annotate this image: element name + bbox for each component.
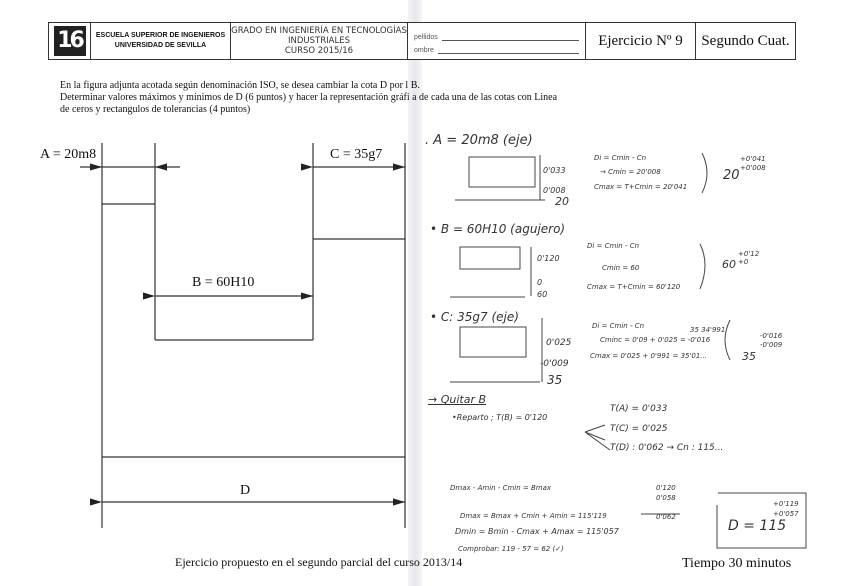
exam-header: 16 ESCUELA SUPERIOR DE INGENIEROS UNIVER… [48,22,796,60]
logo: 16 [49,23,91,59]
b-eq2: Cmin = 60 [602,264,640,272]
dim-d-label: D [240,483,251,498]
dim-b-label: B = 60H10 [192,275,255,290]
dim-c-label: C = 35g7 [330,147,383,162]
term-label: Segundo Cuat. [701,32,790,49]
logo-icon: 16 [53,26,86,56]
a-result: 20 [723,168,740,183]
sum-1: 0'120 [656,484,676,492]
b-eq1: Di = Cmin - Cn [587,242,640,250]
eq-dmax-2: Dmax = Bmax + Cmin + Amin = 115'119 [460,512,607,520]
tol-d: T(D) : 0'062 → Cn : 115... [610,443,724,453]
c-title: • C: 35g7 (eje) [430,310,519,324]
eq-check: Comprobar: 119 - 57 = 62 (✓) [458,545,564,553]
course-year: CURSO 2015/16 [284,46,354,56]
c-tolerance: 0'025 [546,338,572,348]
tol-a: T(A) = 0'033 [610,404,668,414]
degree-line1: GRADO EN INGENIERÍA EN TECNOLOGÍAS [231,26,407,36]
name-field[interactable]: ombre [414,41,579,54]
final-lower: +0'057 [773,510,799,518]
b-tolerance: 0'120 [537,254,560,263]
a-nominal: 20 [555,195,569,208]
c-result-upper: -0'016 [760,332,783,340]
time-limit: Tiempo 30 minutos [682,556,792,571]
b-deviation: 0 [537,278,543,287]
a-eq3: Cmax = T+Cmin = 20'041 [594,183,688,191]
sum-2: 0'058 [656,494,676,502]
c-result-lower: -0'009 [760,341,783,349]
c-eq3: Cmax = 0'025 + 0'991 = 35'01... [590,352,707,360]
degree-name: GRADO EN INGENIERÍA EN TECNOLOGÍAS INDUS… [231,23,408,59]
a-eq1: Di = Cmin - Cn [594,154,647,162]
student-fields: pellidos ombre [408,23,586,59]
dim-a-label: A = 20m8 [40,147,97,162]
instructions: En la figura adjunta acotada según denom… [60,80,558,116]
b-eq3: Cmax = T+Cmin = 60'120 [587,283,681,291]
sum-total: 0'062 [656,513,676,521]
eq-dmax-1: Dmax - Amin - Cmin = Bmax [450,484,552,492]
instructions-line1: En la figura adjunta acotada según denom… [60,80,420,91]
page-fold [408,0,422,586]
b-result: 60 [722,258,736,271]
school-line1: ESCUELA SUPERIOR DE INGENIEROS [95,32,226,39]
reparto-note: •Reparto ; T(B) = 0'120 [452,413,548,422]
a-result-lower: +0'008 [740,164,766,172]
final-result: D = 115 [728,518,787,534]
c-deviation: -0'009 [540,359,569,369]
instructions-line2: Determinar valores máximos y mínimos de … [60,92,558,103]
surname-line [441,32,579,41]
c-eq2-note: 35 34'991 [690,326,726,334]
b-title: • B = 60H10 (agujero) [430,222,566,236]
a-deviation: 0'008 [543,186,566,195]
c-nominal: 35 [547,373,563,387]
a-eq2: → Cmin = 20'008 [600,168,661,176]
c-result: 35 [742,350,756,363]
degree-line2: INDUSTRIALES [288,36,350,46]
school-line2: UNIVERSIDAD DE SEVILLA [114,42,207,49]
footer-source: Ejercicio propuesto en el segundo parcia… [175,555,463,569]
exercise-number: Ejercicio Nº 9 [586,23,696,59]
b-nominal: 60 [537,290,548,299]
remove-b-note: → Quitar B [428,393,487,406]
b-result-lower: +0 [738,258,749,266]
tol-c: T(C) = 0'025 [610,424,668,434]
a-title: . A = 20m8 (eje) [425,133,533,148]
name-line [437,45,579,54]
b-result-upper: +0'12 [738,250,760,258]
a-tolerance: 0'033 [543,166,566,175]
surname-label: pellidos [414,34,438,41]
name-label: ombre [414,47,434,54]
c-eq1: Di = Cmin - Cn [592,322,645,330]
school-name: ESCUELA SUPERIOR DE INGENIEROS UNIVERSID… [91,23,231,59]
instructions-line3: de ceros y rectangulos de tolerancias (4… [60,104,251,115]
c-eq2: Cminc = 0'09 + 0'025 = -0'016 [600,336,711,344]
final-upper: +0'119 [773,500,799,508]
a-result-upper: +0'041 [740,155,766,163]
surname-field[interactable]: pellidos [414,28,579,41]
eq-dmin: Dmin = Bmin - Cmax + Amax = 115'057 [455,527,619,536]
